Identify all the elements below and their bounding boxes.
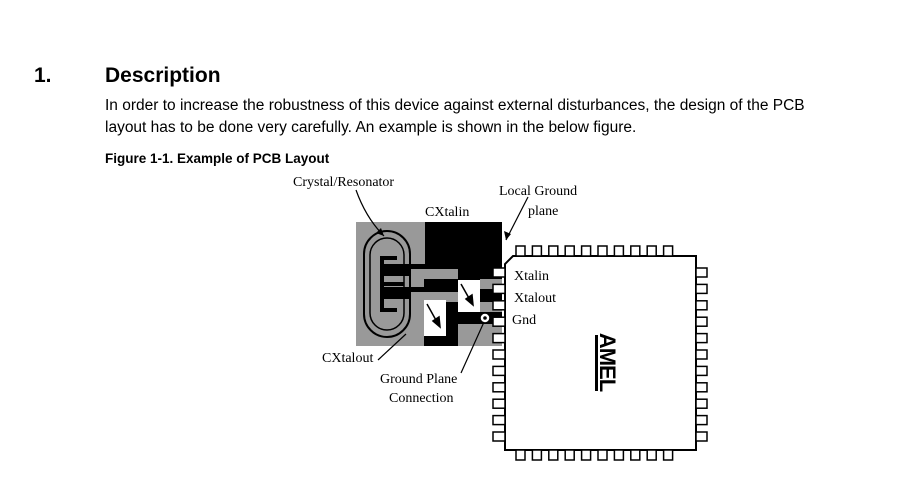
pin-left [492,332,506,344]
label-ground-plane-2: Connection [389,391,454,406]
pin-top [597,245,608,257]
pin-right [695,414,708,426]
pin-bottom [613,449,625,461]
pin-left [492,431,506,442]
label-cxtalout: CXtalout [322,351,373,366]
label-cxtalin: CXtalin [425,205,469,220]
pin-top [548,245,559,257]
pin-top [580,245,592,257]
pin-left [492,316,506,327]
pin-right [695,316,708,327]
pin-right [695,398,708,409]
pin-top [613,245,625,257]
pin-right [695,300,708,311]
label-gnd: Gnd [512,313,536,328]
label-local-ground-1: Local Ground [499,184,577,199]
pin-right [695,365,708,377]
pin-top [630,245,641,257]
label-xtalout: Xtalout [514,291,556,306]
label-xtalin: Xtalin [514,269,549,284]
pin-right [695,267,708,278]
pin-left [492,398,506,409]
pin-right [695,283,708,295]
pin-bottom [646,449,657,461]
label-crystal-resonator: Crystal/Resonator [293,175,394,190]
pin-right [695,332,708,344]
leader-arrowheads [376,228,511,240]
mcu-pins [492,245,708,461]
pin-left [492,382,506,393]
pin-bottom [515,449,526,461]
pin-top [646,245,657,257]
pin-left [492,414,506,426]
pad-arrows [426,283,474,329]
section-title: Description [105,64,221,87]
pin-bottom [662,449,674,461]
pin-right [695,431,708,442]
pin-top [515,245,526,257]
pin-top [531,245,543,257]
pin-bottom [548,449,559,461]
label-local-ground-2: plane [528,204,558,219]
pin-right [695,349,708,360]
copper-gaps [410,269,502,312]
pin-left [492,267,506,278]
pin-left [492,300,506,311]
section-number: 1. [34,64,52,87]
pin-bottom [564,449,575,461]
pin-bottom [531,449,543,461]
body-line-1: In order to increase the robustness of t… [105,97,805,114]
pin-left [492,365,506,377]
pin-top [662,245,674,257]
pin-bottom [630,449,641,461]
body-line-2: layout has to be done very carefully. An… [105,119,637,136]
atmel-logo: AMEL [595,333,620,392]
pin-left [492,283,506,295]
pin-bottom [597,449,608,461]
crystal-outline [363,230,411,338]
pin-top [564,245,575,257]
pin-bottom [580,449,592,461]
pin-right [695,382,708,393]
figure-caption: Figure 1-1. Example of PCB Layout [105,151,330,166]
label-ground-plane-1: Ground Plane [380,372,457,387]
atmel-logo-text: AMEL [595,333,620,392]
pin-left [492,349,506,360]
section-body: In order to increase the robustness of t… [105,95,895,139]
